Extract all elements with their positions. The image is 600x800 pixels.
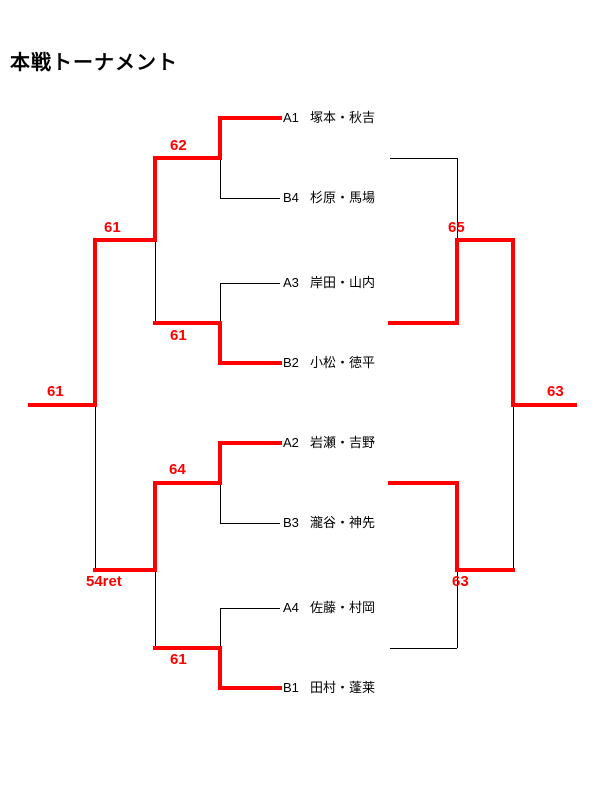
- team-line-b4: [220, 198, 280, 199]
- consolation-sf2-input-top-winner: [388, 481, 459, 485]
- team-seed: A3: [283, 275, 299, 290]
- qf2-winner-line: [153, 321, 222, 325]
- team-name: 塚本・秋吉: [310, 110, 376, 125]
- qf1-winner-connector: [218, 116, 222, 160]
- qf2-connector-upper: [220, 283, 221, 323]
- consolation-sf1-connector-upper: [457, 158, 458, 240]
- team-name: 瀧谷・神先: [310, 515, 376, 530]
- consolation-sf1-input-top: [390, 158, 457, 159]
- page-title: 本戦トーナメント: [10, 52, 178, 74]
- team-entry-a3: A3 岸田・山内: [283, 275, 375, 291]
- team-line-a2-winner: [218, 441, 282, 445]
- score-consolation-sf2: 63: [452, 573, 469, 590]
- qf1-connector-lower: [220, 158, 221, 198]
- consolation-champion-line: [511, 403, 577, 407]
- consolation-final-connector-lower: [513, 405, 514, 570]
- team-line-a4: [220, 608, 280, 609]
- score-qf2: 61: [170, 327, 187, 344]
- team-seed: B4: [283, 190, 299, 205]
- team-seed: A1: [283, 110, 299, 125]
- team-seed: B3: [283, 515, 299, 530]
- qf3-winner-connector: [218, 441, 222, 485]
- sf2-connector-lower: [155, 570, 156, 648]
- team-name: 佐藤・村岡: [310, 600, 376, 615]
- consolation-sf1-input-bottom-winner: [388, 321, 459, 325]
- consolation-sf1-winner-line: [455, 238, 515, 242]
- qf1-winner-line: [153, 156, 222, 160]
- team-entry-a4: A4 佐藤・村岡: [283, 600, 375, 616]
- consolation-sf2-input-bottom: [390, 648, 457, 649]
- team-entry-b4: B4 杉原・馬場: [283, 190, 375, 206]
- team-name: 岸田・山内: [310, 275, 376, 290]
- qf2-winner-connector: [218, 321, 222, 365]
- consolation-sf2-winner-line: [455, 568, 515, 572]
- consolation-sf2-winner-connector: [455, 481, 459, 572]
- team-name: 田村・蓬莱: [310, 680, 376, 695]
- team-seed: B2: [283, 355, 299, 370]
- sf1-winner-connector: [153, 156, 157, 242]
- team-line-b1-winner: [218, 686, 282, 690]
- score-qf3: 64: [169, 461, 186, 478]
- sf2-winner-line: [93, 568, 157, 572]
- team-line-a1-winner: [218, 116, 282, 120]
- qf3-connector-lower: [220, 483, 221, 523]
- qf4-winner-line: [153, 646, 222, 650]
- score-sf1: 61: [104, 219, 121, 236]
- consolation-sf1-winner-connector: [455, 238, 459, 325]
- team-line-a3: [220, 283, 280, 284]
- team-entry-b3: B3 瀧谷・神先: [283, 515, 375, 531]
- team-line-b2-winner: [218, 361, 282, 365]
- score-consolation-final: 63: [547, 383, 564, 400]
- consolation-sf2-connector-lower: [457, 570, 458, 648]
- final-connector-lower: [95, 405, 96, 570]
- score-consolation-sf1: 65: [448, 219, 465, 236]
- score-sf2: 54ret: [86, 573, 122, 590]
- team-entry-a1: A1 塚本・秋吉: [283, 110, 375, 126]
- team-seed: A4: [283, 600, 299, 615]
- team-name: 杉原・馬場: [310, 190, 376, 205]
- score-qf1: 62: [170, 137, 187, 154]
- champion-line: [28, 403, 97, 407]
- qf4-winner-connector: [218, 646, 222, 690]
- team-entry-b2: B2 小松・徳平: [283, 355, 375, 371]
- qf3-winner-line: [153, 481, 222, 485]
- final-winner-connector: [93, 238, 97, 407]
- score-final: 61: [47, 383, 64, 400]
- score-qf4: 61: [170, 651, 187, 668]
- team-entry-a2: A2 岩瀬・吉野: [283, 435, 375, 451]
- team-entry-b1: B1 田村・蓬莱: [283, 680, 375, 696]
- team-seed: A2: [283, 435, 299, 450]
- team-line-b3: [220, 523, 280, 524]
- team-name: 岩瀬・吉野: [310, 435, 376, 450]
- consolation-final-winner-connector: [511, 238, 515, 407]
- qf4-connector-upper: [220, 608, 221, 648]
- sf2-winner-connector: [153, 481, 157, 572]
- team-seed: B1: [283, 680, 299, 695]
- team-name: 小松・徳平: [310, 355, 376, 370]
- sf1-connector-lower: [155, 240, 156, 323]
- sf1-winner-line: [93, 238, 157, 242]
